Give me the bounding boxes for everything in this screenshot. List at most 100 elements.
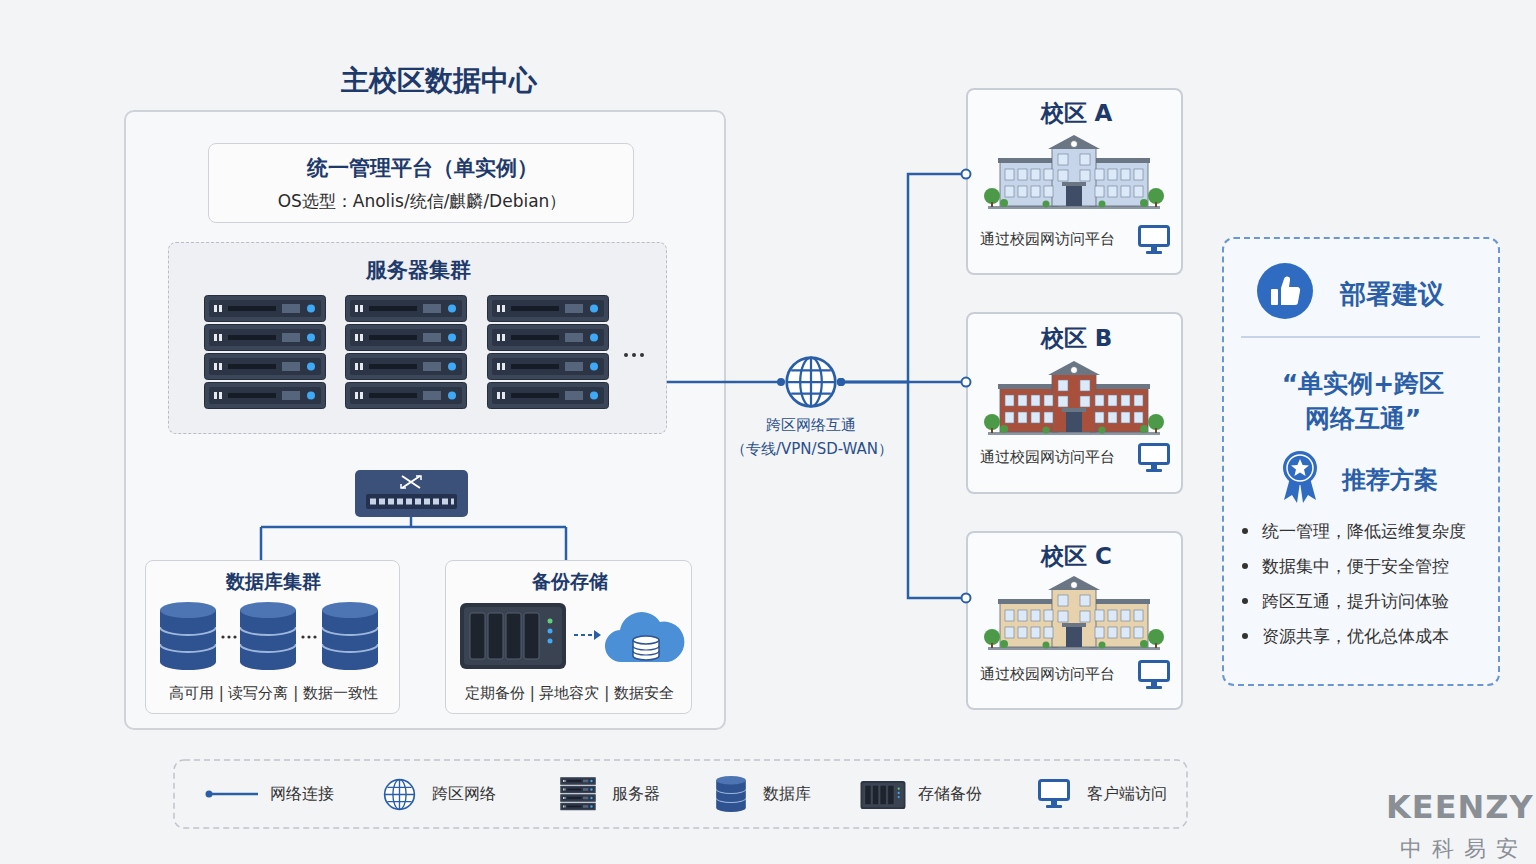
network-switch-part — [402, 476, 420, 488]
bullet-item: 资源共享，优化总体成本 — [1262, 625, 1449, 648]
group-heading: 主校区数据中心 — [138, 62, 740, 100]
campus-body: 通过校园网访问平台 — [980, 665, 1115, 684]
recommendation-panel: 部署建议“单实例+跨区 网络互通”推荐方案统一管理，降低运维复杂度数据集中，便于… — [1222, 237, 1500, 686]
campus-card: 校区 B通过校园网访问平台 — [966, 312, 1183, 494]
backup-illustration-part — [460, 603, 566, 669]
backup-illustration-part — [574, 634, 594, 636]
connector-line — [667, 381, 781, 384]
server-rack-group-part — [346, 296, 467, 409]
network-hub: 跨区网络互通（专线/VPN/SD-WAN） — [781, 352, 841, 412]
legend-samples-part — [206, 791, 213, 798]
recommendation-icons-part — [1242, 633, 1248, 639]
connector-dot — [962, 593, 971, 602]
network-switch-part — [366, 494, 457, 509]
legend-samples-part — [174, 760, 1187, 828]
recommendation-icons-part — [1242, 598, 1248, 604]
campus-heading: 校区 B — [968, 323, 1185, 354]
legend-text: 客户端访问 — [1087, 784, 1167, 805]
network-switch — [355, 470, 468, 517]
backup-illustration-part — [633, 636, 659, 644]
hub-label: （专线/VPN/SD-WAN） — [731, 440, 891, 459]
campus-illustrations-part — [984, 361, 1164, 435]
network-switch-part — [355, 470, 468, 517]
legend-text: 服务器 — [612, 784, 660, 805]
recommendation-icons-part — [1242, 528, 1248, 534]
connector-dot — [962, 378, 971, 387]
box-heading: 服务器集群 — [169, 256, 668, 284]
connector-line — [841, 174, 966, 382]
campus-illustrations-part — [1140, 445, 1169, 473]
backup-illustration-part — [594, 630, 601, 640]
connector — [837, 378, 971, 602]
campus-body: 通过校园网访问平台 — [980, 230, 1115, 249]
legend-samples-part — [716, 776, 746, 812]
recommendation-icons-part — [1257, 263, 1313, 319]
bullet-item: 跨区互通，提升访问体验 — [1262, 590, 1449, 613]
server-rack-group-part — [640, 353, 644, 357]
legend-samples-part — [385, 780, 415, 810]
server-rack-group — [205, 296, 645, 409]
recommendation-icons-part — [1283, 451, 1317, 485]
legend-samples-part — [207, 793, 258, 796]
recommendation-icons-part — [1284, 478, 1300, 503]
server-cluster-box: 服务器集群 — [168, 242, 667, 434]
box-heading: 统一管理平台（单实例） — [209, 154, 635, 182]
globe-icon — [787, 358, 836, 407]
database-group-part — [221, 635, 224, 638]
watermark-logo: KEENZY — [1386, 788, 1534, 826]
backup-storage-box: 备份存储定期备份 | 异地容灾 | 数据安全 — [445, 560, 692, 714]
connector-dot — [837, 378, 845, 386]
backup-illustration-part — [633, 640, 659, 660]
campus-illustrations — [984, 135, 1169, 689]
database-group-part — [160, 602, 216, 670]
recommendation-icons-part — [1291, 459, 1309, 476]
database-cluster-box: 数据库集群高可用 | 读写分离 | 数据一致性 — [145, 560, 400, 714]
recommendation-icons-part — [1300, 478, 1316, 503]
connector — [837, 170, 971, 386]
legend-text: 数据库 — [763, 784, 811, 805]
recommendation-icons-part — [1287, 455, 1313, 481]
connector — [837, 378, 971, 387]
database-group-part — [227, 635, 230, 638]
campus-card: 校区 C通过校园网访问平台 — [966, 531, 1183, 710]
database-group-part — [322, 602, 378, 670]
campus-illustrations-part — [984, 135, 1164, 209]
campus-card: 校区 A通过校园网访问平台 — [966, 88, 1183, 275]
legend-text: 跨区网络 — [432, 784, 496, 805]
platform-box: 统一管理平台（单实例） OS选型：Anolis/统信/麒麟/Debian） — [208, 143, 634, 223]
backup-illustration-part — [605, 612, 684, 662]
legend-samples-part — [861, 781, 906, 809]
campus-illustrations-part — [1140, 662, 1169, 690]
switch-wires — [261, 517, 566, 560]
database-group-part — [301, 635, 304, 638]
connector-dot — [837, 378, 845, 386]
box-heading: 备份存储 — [446, 569, 693, 595]
watermark-logo: 中科易安 — [1400, 834, 1528, 864]
recommendation-icons-part — [1241, 336, 1480, 338]
panel-quote: “单实例+跨区 网络互通” — [1263, 366, 1463, 436]
database-group-part — [233, 635, 236, 638]
bullet-item: 统一管理，降低运维复杂度 — [1262, 520, 1466, 543]
box-body: 高可用 | 读写分离 | 数据一致性 — [146, 684, 401, 703]
panel-subheading: 推荐方案 — [1342, 464, 1438, 496]
recommendation-icons-part — [1281, 276, 1300, 305]
recommendation-icons-part — [1242, 563, 1248, 569]
database-group-part — [240, 602, 296, 670]
backup-illustration — [460, 603, 684, 669]
legend-samples-part — [1040, 781, 1069, 809]
hub-label: 跨区网络互通 — [731, 416, 891, 435]
legend-samples — [174, 760, 1187, 828]
legend-text: 存储备份 — [918, 784, 982, 805]
connector — [667, 378, 785, 386]
server-rack-group-part — [205, 296, 326, 409]
bullet-item: 数据集中，便于安全管控 — [1262, 555, 1449, 578]
box-heading: 数据库集群 — [146, 569, 401, 595]
box-body: OS选型：Anolis/统信/麒麟/Debian） — [209, 190, 635, 213]
legend-text: 网络连接 — [270, 784, 334, 805]
backup-illustration-part — [633, 646, 659, 655]
database-group-part — [307, 635, 310, 638]
network-switch-part — [401, 476, 421, 488]
recommendation-icons — [1241, 263, 1480, 639]
